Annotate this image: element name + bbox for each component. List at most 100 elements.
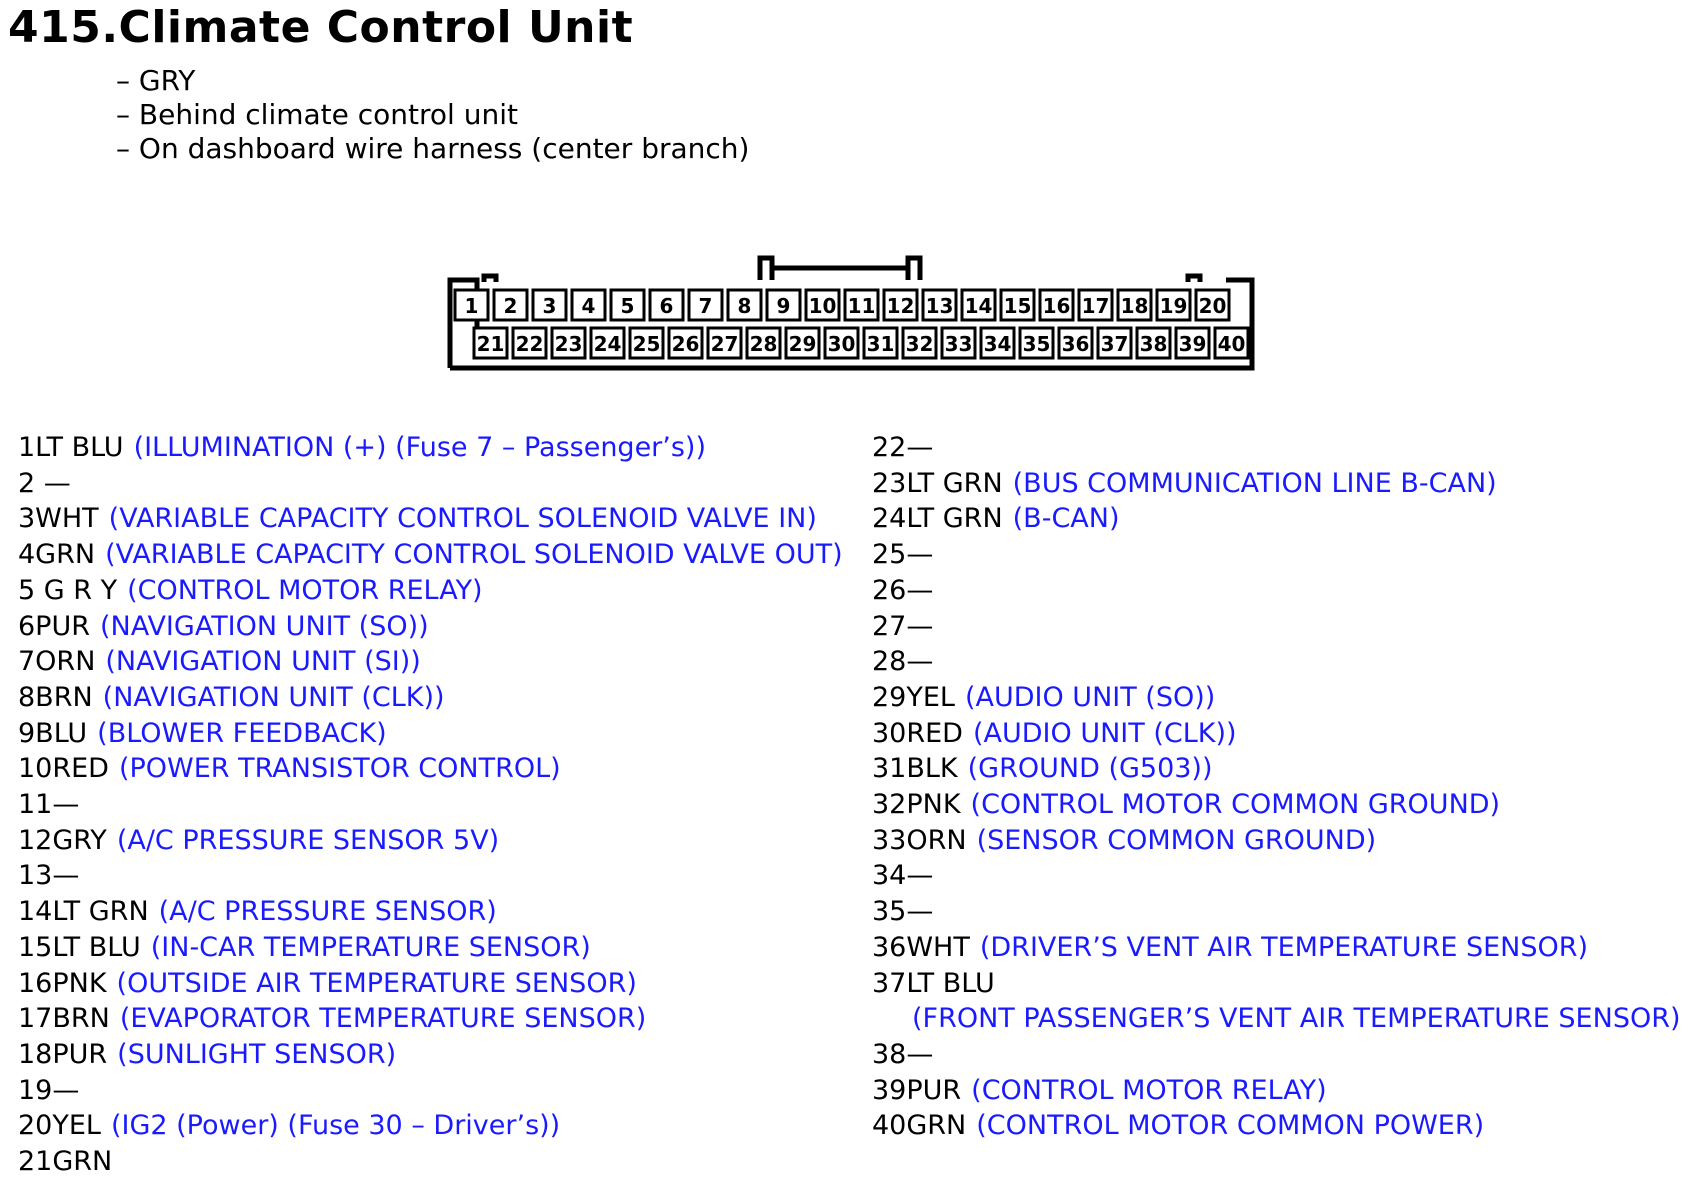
pin-wire-color: 21GRN — [18, 1146, 113, 1178]
pin-entry: 25— — [872, 537, 1681, 573]
connector-pin-23: 23 — [550, 326, 587, 360]
pin-wire-color: 12GRY — [18, 824, 107, 856]
connector-pin-27: 27 — [706, 326, 743, 360]
pin-function: (B-CAN) — [1012, 503, 1120, 535]
connector-pin-26: 26 — [667, 326, 704, 360]
pin-list-left: 1LT BLU (ILLUMINATION (+) (Fuse 7 – Passe… — [18, 430, 843, 1180]
pin-wire-color: 4GRN — [18, 539, 96, 571]
pin-entry: 35— — [872, 894, 1681, 930]
pin-wire-color: 18PUR — [18, 1038, 108, 1070]
connector-pin-19: 19 — [1155, 288, 1192, 322]
connector-pin-6: 6 — [648, 288, 685, 322]
connector-pin-31: 31 — [862, 326, 899, 360]
pin-function: (FRONT PASSENGER’S VENT AIR TEMPERATURE … — [912, 1003, 1681, 1035]
pin-function: (GROUND (G503)) — [967, 753, 1213, 785]
pin-function: (SUNLIGHT SENSOR) — [117, 1038, 397, 1070]
pin-entry: 14LT GRN(A/C PRESSURE SENSOR) — [18, 894, 843, 930]
pin-wire-color: 8BRN — [18, 681, 93, 713]
connector-pin-number: 7 — [699, 294, 713, 318]
pin-function: (CONTROL MOTOR RELAY) — [971, 1074, 1327, 1106]
pin-function: (BUS COMMUNICATION LINE B-CAN) — [1012, 467, 1497, 499]
pin-wire-color: 15LT BLU — [18, 931, 141, 963]
connector-pin-number: 8 — [738, 294, 752, 318]
pin-entry: 2 — — [18, 466, 843, 502]
pin-entry: 30RED(AUDIO UNIT (CLK)) — [872, 716, 1681, 752]
connector-pin-9: 9 — [765, 288, 802, 322]
pin-entry: 34— — [872, 858, 1681, 894]
pin-entry: 33ORN (SENSOR COMMON GROUND) — [872, 823, 1681, 859]
pin-wire-color: 26— — [872, 574, 934, 606]
connector-pin-number: 39 — [1179, 332, 1207, 356]
pin-wire-color: 17BRN — [18, 1003, 110, 1035]
page-title: 415.Climate Control Unit — [8, 2, 634, 53]
pin-wire-color: 27— — [872, 610, 934, 642]
connector-pin-number: 29 — [789, 332, 817, 356]
pin-function: (ILLUMINATION (+) (Fuse 7 – Passenger’s)… — [133, 432, 706, 463]
pin-wire-color: 2 — — [18, 467, 71, 499]
connector-pin-36: 36 — [1057, 326, 1094, 360]
connector-pin-number: 16 — [1043, 294, 1071, 318]
connector-pin-number: 27 — [711, 332, 739, 356]
connector-pin-number: 10 — [809, 294, 837, 318]
connector-pin-34: 34 — [979, 326, 1016, 360]
connector-pin-11: 11 — [843, 288, 880, 322]
pin-wire-color: 28— — [872, 646, 934, 678]
pin-function: (AUDIO UNIT (CLK)) — [972, 717, 1237, 749]
connector-pin-number: 34 — [984, 332, 1012, 356]
connector-pin-17: 17 — [1077, 288, 1114, 322]
connector-color: – GRY — [116, 64, 196, 97]
pin-entry: 37LT BLU (FRONT PASSENGER’S VENT AIR TEMP… — [872, 966, 1681, 1037]
connector-info: – GRY – Behind climate control unit – On… — [116, 64, 749, 166]
connector-pin-number: 33 — [945, 332, 973, 356]
connector-pin-13: 13 — [921, 288, 958, 322]
connector-pin-32: 32 — [901, 326, 938, 360]
connector-pin-37: 37 — [1096, 326, 1133, 360]
pin-function: (AUDIO UNIT (SO)) — [964, 681, 1216, 713]
connector-pin-10: 10 — [804, 288, 841, 322]
pin-function: (VARIABLE CAPACITY CONTROL SOLENOID VALV… — [108, 503, 817, 535]
pin-entry: 32PNK(CONTROL MOTOR COMMON GROUND) — [872, 787, 1681, 823]
connector-pin-21: 21 — [472, 326, 509, 360]
connector-pin-number: 6 — [660, 294, 674, 318]
connector-pin-30: 30 — [823, 326, 860, 360]
pin-function: (POWER TRANSISTOR CONTROL) — [118, 753, 561, 785]
connector-pin-number: 26 — [672, 332, 700, 356]
pin-function: (BLOWER FEEDBACK) — [97, 717, 387, 749]
pin-entry: 23LT GRN(BUS COMMUNICATION LINE B-CAN) — [872, 466, 1681, 502]
pin-function: (OUTSIDE AIR TEMPERATURE SENSOR) — [116, 967, 637, 999]
pin-entry: 8BRN(NAVIGATION UNIT (CLK)) — [18, 680, 843, 716]
pin-function: (A/C PRESSURE SENSOR 5V) — [116, 824, 500, 856]
pin-wire-color: 37LT BLU — [872, 967, 995, 999]
pin-wire-color: 19— — [18, 1074, 80, 1106]
pin-wire-color: 1LT BLU — [18, 432, 124, 463]
pin-entry: 4GRN (VARIABLE CAPACITY CONTROL SOLENOID … — [18, 537, 843, 573]
pin-function: (VARIABLE CAPACITY CONTROL SOLENOID VALV… — [105, 539, 843, 571]
connector-pin-number: 2 — [504, 294, 518, 318]
connector-pin-24: 24 — [589, 326, 626, 360]
pin-entry: 21GRN — [18, 1144, 843, 1180]
connector-pin-25: 25 — [628, 326, 665, 360]
pin-entry: 3WHT(VARIABLE CAPACITY CONTROL SOLENOID … — [18, 501, 843, 537]
pin-wire-color: 35— — [872, 896, 934, 928]
pin-wire-color: 24LT GRN — [872, 503, 1003, 535]
pin-wire-color: 33ORN — [872, 824, 967, 856]
connector-pin-number: 24 — [594, 332, 622, 356]
pin-function: (CONTROL MOTOR COMMON GROUND) — [970, 789, 1501, 821]
connector-pin-number: 17 — [1082, 294, 1110, 318]
pin-function: (SENSOR COMMON GROUND) — [976, 824, 1377, 856]
pin-entry: 36WHT(DRIVER’S VENT AIR TEMPERATURE SENS… — [872, 930, 1681, 966]
connector-pin-number: 3 — [543, 294, 557, 318]
connector-pin-8: 8 — [726, 288, 763, 322]
pin-wire-color: 25— — [872, 539, 934, 571]
connector-pin-number: 19 — [1160, 294, 1188, 318]
connector-pin-2: 2 — [492, 288, 529, 322]
connector-pin-40: 40 — [1213, 326, 1250, 360]
connector-pin-4: 4 — [570, 288, 607, 322]
pin-wire-color: 22— — [872, 432, 934, 463]
connector-pin-number: 20 — [1199, 294, 1227, 318]
connector-pin-14: 14 — [960, 288, 997, 322]
connector-pin-number: 40 — [1218, 332, 1246, 356]
pin-function: (CONTROL MOTOR COMMON POWER) — [976, 1110, 1485, 1142]
pin-entry: 16PNK(OUTSIDE AIR TEMPERATURE SENSOR) — [18, 966, 843, 1002]
